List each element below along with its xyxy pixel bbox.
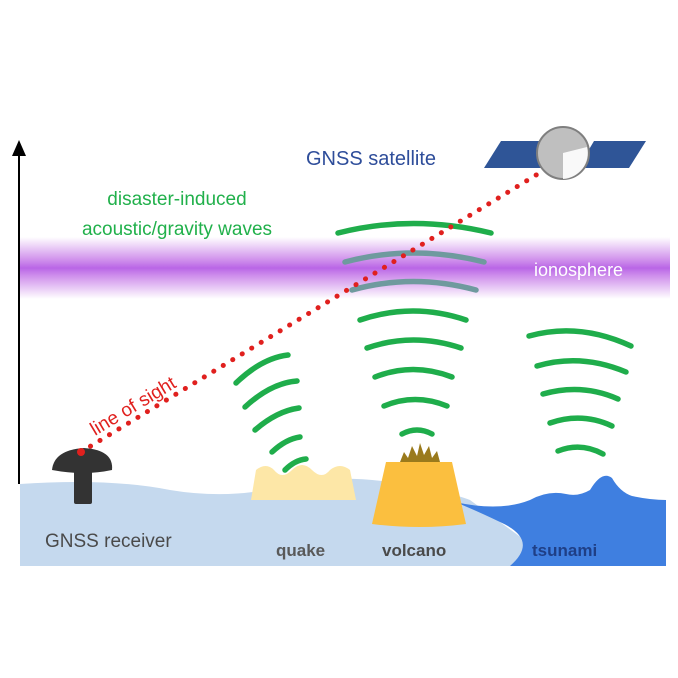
wave-arc — [526, 328, 634, 349]
satellite-dish — [563, 147, 588, 179]
wave-arc — [357, 308, 469, 323]
quake-waves — [233, 352, 309, 473]
wave-arc — [349, 278, 479, 293]
ionosphere-label: ionosphere — [534, 260, 623, 280]
satellite-label: GNSS satellite — [306, 148, 436, 170]
antenna-mast — [74, 470, 92, 504]
wave-arc — [342, 250, 487, 265]
wave-arc — [540, 386, 621, 402]
wave-arc — [555, 444, 606, 457]
satellite-panel-right — [578, 141, 646, 168]
waves-label-line2: acoustic/gravity waves — [82, 219, 272, 240]
wave-arc — [233, 352, 291, 386]
up-arrow-icon — [12, 140, 26, 156]
quake-ground-icon — [251, 465, 356, 500]
receiver-label: GNSS receiver — [45, 531, 172, 552]
wave-arc — [372, 366, 455, 380]
antenna-icon — [52, 448, 113, 504]
wave-arc — [381, 396, 450, 409]
wave-arc — [547, 415, 615, 429]
volcano-label: volcano — [382, 541, 446, 560]
wave-arc — [252, 405, 302, 433]
wave-arc — [534, 357, 629, 375]
wave-arc — [282, 456, 309, 473]
wave-arc — [399, 427, 435, 437]
waves-label-line1: disaster-induced — [107, 189, 246, 210]
wave-arc — [269, 434, 303, 455]
wave-arc — [335, 220, 494, 236]
wave-arc — [242, 378, 300, 410]
satellite-icon — [484, 126, 646, 180]
antenna-dish — [52, 448, 113, 473]
volcano-waves — [335, 220, 494, 437]
quake-label: quake — [276, 541, 325, 560]
line-of-sight — [78, 166, 549, 455]
ocean — [455, 475, 666, 566]
volcano-eruption-icon — [400, 443, 440, 462]
line-of-sight-label: line of sight — [87, 372, 181, 440]
volcano-icon — [372, 462, 466, 527]
tsunami-waves — [526, 328, 634, 457]
antenna-tip — [77, 448, 85, 456]
tsunami-label: tsunami — [532, 541, 597, 560]
wave-arc — [364, 337, 464, 351]
